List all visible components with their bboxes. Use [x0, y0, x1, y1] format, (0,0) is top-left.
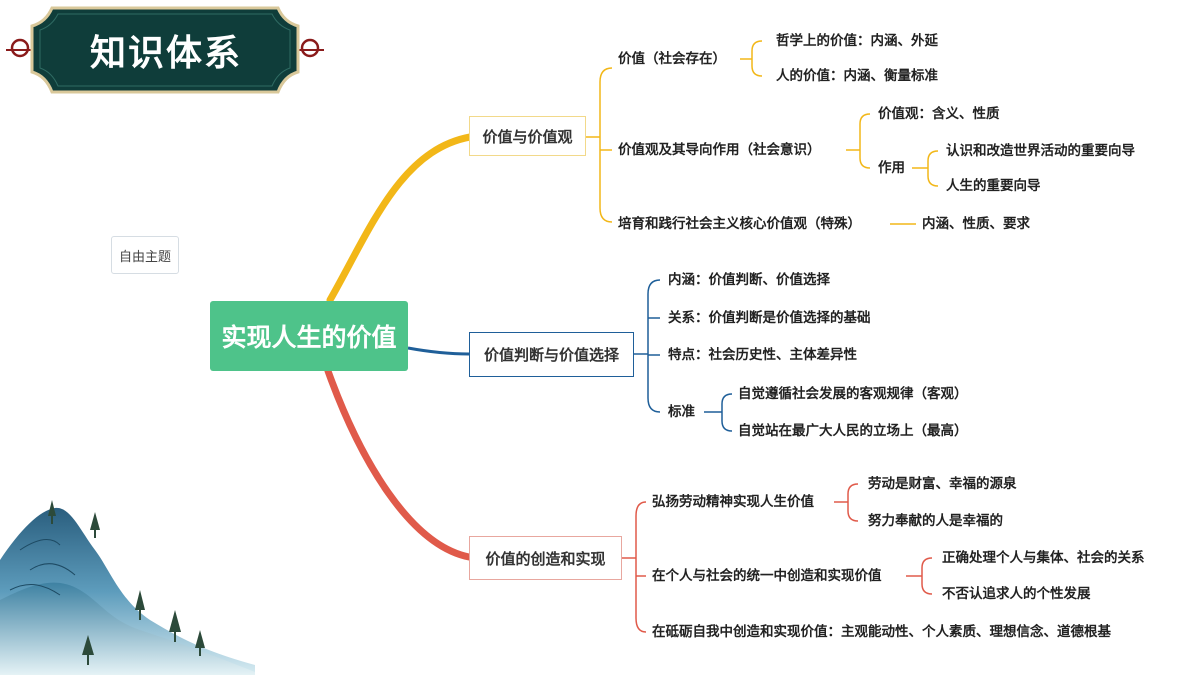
node-devotion-happy[interactable]: 努力奉献的人是幸福的 [868, 513, 1003, 529]
free-topic-node[interactable]: 自由主题 [111, 236, 179, 274]
node-judgment-relation[interactable]: 关系：价值判断是价值选择的基础 [668, 310, 871, 326]
banner-left-knob-icon [10, 38, 30, 58]
connector-b1c2-bracket [859, 113, 871, 169]
node-core-values[interactable]: 培育和践行社会主义核心价值观（特殊） [618, 216, 861, 232]
title-banner [6, 6, 324, 94]
banner-right-knob-icon [300, 38, 320, 58]
node-core-values-detail[interactable]: 内涵、性质、要求 [922, 216, 1030, 232]
connector-b3c1-bracket [847, 483, 859, 522]
node-labor-spirit[interactable]: 弘扬劳动精神实现人生价值 [652, 494, 814, 510]
node-role[interactable]: 作用 [878, 160, 905, 176]
connector-b3-bracket [635, 501, 647, 633]
connector-root-branch3 [324, 367, 473, 561]
branch-node-create-and-realize[interactable]: 价值的创造和实现 [469, 536, 622, 580]
mountain-landscape-icon [0, 500, 255, 675]
node-judgment-features[interactable]: 特点：社会历史性、主体差异性 [668, 347, 857, 363]
node-philosophical-value[interactable]: 哲学上的价值：内涵、外延 [776, 33, 938, 49]
node-judgment-definition[interactable]: 内涵：价值判断、价值选择 [668, 272, 830, 288]
connector-root-branch2 [407, 346, 470, 356]
node-individuality[interactable]: 不否认追求人的个性发展 [942, 586, 1091, 602]
node-labor-source[interactable]: 劳动是财富、幸福的源泉 [868, 476, 1017, 492]
connector-root-branch1 [326, 133, 474, 304]
node-human-value[interactable]: 人的价值：内涵、衡量标准 [776, 68, 938, 84]
node-values-definition[interactable]: 价值观：含义、性质 [878, 106, 1000, 122]
connector-b1c2c2-bracket [927, 150, 939, 187]
branch-node-value-and-values[interactable]: 价值与价值观 [469, 116, 586, 156]
connector-b1-bracket [599, 67, 613, 223]
node-judgment-standard[interactable]: 标准 [668, 404, 695, 420]
node-standard-objective[interactable]: 自觉遵循社会发展的客观规律（客观） [738, 386, 968, 402]
branch-node-judgment-and-choice[interactable]: 价值判断与价值选择 [469, 332, 634, 377]
node-self-improvement[interactable]: 在砥砺自我中创造和实现价值：主观能动性、个人素质、理想信念、道德根基 [652, 624, 1111, 640]
node-values-guiding-role[interactable]: 价值观及其导向作用（社会意识） [618, 142, 821, 158]
root-topic-node[interactable]: 实现人生的价值 [210, 301, 408, 371]
node-individual-society[interactable]: 在个人与社会的统一中创造和实现价值 [652, 568, 882, 584]
connector-b1c1-bracket [751, 40, 763, 77]
page-title: 知识体系 [89, 33, 242, 74]
node-role-guide-world[interactable]: 认识和改造世界活动的重要向导 [946, 143, 1135, 159]
node-role-guide-life[interactable]: 人生的重要向导 [946, 178, 1041, 194]
node-standard-highest[interactable]: 自觉站在最广大人民的立场上（最高） [738, 423, 968, 439]
connector-b3c2-bracket [921, 557, 933, 595]
node-value-social-existence[interactable]: 价值（社会存在） [618, 51, 726, 67]
connector-b2-bracket [647, 279, 661, 413]
node-handle-relations[interactable]: 正确处理个人与集体、社会的关系 [942, 550, 1145, 566]
connector-b2c4-bracket [721, 393, 733, 432]
